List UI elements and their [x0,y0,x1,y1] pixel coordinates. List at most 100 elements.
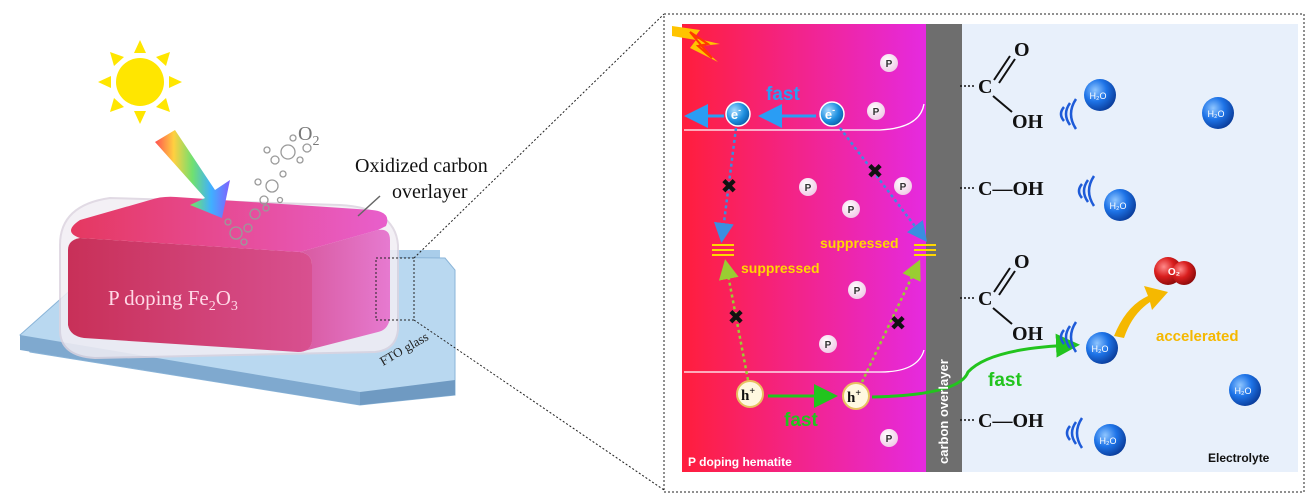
electron: e- [819,101,845,127]
sun-icon [98,40,182,124]
svg-text:O₂: O₂ [1168,267,1180,278]
svg-text:e-: e- [731,105,741,122]
svg-text:✖: ✖ [890,313,907,335]
hematite-region-label: P doping hematite [688,455,792,469]
accelerated-label: accelerated [1156,328,1239,345]
p-atom: P [799,178,817,196]
zoom-panel-frame [663,13,1305,493]
svg-text:O: O [1014,39,1030,61]
overlayer-label-line1: Oxidized carbon [355,155,488,177]
svg-text:P: P [854,286,861,297]
phosphorus-atoms: P P P P P P P P [799,54,912,447]
p-atom: P [842,200,860,218]
suppressed-label-left: suppressed [741,260,820,276]
svg-text:H₂O: H₂O [1235,386,1252,396]
svg-text:H₂O: H₂O [1100,436,1117,446]
energy-level-icon [712,244,734,256]
electron: e- [725,101,751,127]
electron-recombination-path [713,127,738,243]
p-atom: P [880,429,898,447]
wave-icon [1077,175,1096,207]
svg-text:P: P [873,107,880,118]
hole: h+ [736,380,764,408]
hole-recombination-path [860,259,921,383]
light-beam-icon [155,130,230,218]
svg-text:P: P [805,183,812,194]
accelerated-arrow [1114,286,1168,338]
hydroxyl-group-1: C—OH [960,178,1044,200]
valence-band-line [684,349,925,373]
svg-text:h+: h+ [741,386,755,404]
film-side [300,229,390,352]
oxygen-molecule: O₂ [1154,257,1196,285]
carboxyl-group-1: C O OH [960,39,1044,133]
svg-text:C: C [978,76,992,98]
hole-recombination-path [718,259,750,381]
svg-text:C—OH: C—OH [978,178,1044,200]
svg-text:O: O [1014,251,1030,273]
zoom-box [375,257,415,321]
svg-text:✖: ✖ [867,161,884,183]
svg-text:P: P [886,59,893,70]
zoom-line-bottom [413,319,665,491]
svg-text:H₂O: H₂O [1092,344,1109,354]
hole-transfer-arrow [871,333,1080,399]
cross-icon: ✖ [867,161,884,183]
water-molecule: H₂O [1202,97,1234,129]
svg-text:C: C [978,288,992,310]
fto-glass-edge-right [360,380,455,405]
zoom-line-top [413,13,665,259]
film-label: P doping Fe2O3 [108,286,238,314]
wave-icon [1059,98,1078,130]
water-molecule: H₂O [1229,374,1261,406]
carbon-overlayer-region [926,24,962,472]
svg-text:✖: ✖ [721,176,738,198]
hydroxyl-group-2: C—OH [960,410,1044,432]
svg-text:e-: e- [825,105,835,122]
conduction-band-line [684,103,925,131]
fast-label-transfer: fast [988,370,1022,391]
svg-text:P: P [886,434,893,445]
svg-text:H₂O: H₂O [1208,109,1225,119]
p-atom: P [819,335,837,353]
water-molecule: H₂O [1094,424,1126,456]
lightning-icon [672,26,720,62]
electron-recombination-path [839,127,928,242]
svg-text:P: P [848,205,855,216]
o2-label: O2 [298,123,319,149]
svg-text:OH: OH [1012,111,1044,133]
cross-icon: ✖ [890,313,907,335]
cross-icon: ✖ [728,307,745,329]
electrolyte-label: Electrolyte [1208,451,1270,465]
overlayer-pointer [357,195,381,217]
p-atom: P [894,177,912,195]
wave-icon [1065,417,1084,449]
suppressed-label-right: suppressed [820,235,899,251]
cross-icon: ✖ [721,176,738,198]
svg-text:✖: ✖ [728,307,745,329]
wave-icon [1059,321,1078,353]
bubble-icon [224,134,312,246]
water-molecule: H₂O [1086,332,1118,364]
hole: h+ [842,382,870,410]
svg-text:OH: OH [1012,323,1044,345]
carbon-overlayer-label: carbon overlayer [936,359,951,464]
water-molecule: H₂O [1084,79,1116,111]
water-molecule: H₂O [1104,189,1136,221]
p-atom: P [880,54,898,72]
film-front [68,238,312,352]
svg-text:P: P [825,340,832,351]
energy-level-icon [914,244,936,256]
fast-label-electron: fast [766,84,800,105]
svg-text:h+: h+ [847,388,861,406]
svg-text:C—OH: C—OH [978,410,1044,432]
device-illustration [19,13,665,491]
svg-text:P: P [900,182,907,193]
svg-text:H₂O: H₂O [1090,91,1107,101]
fast-label-hole: fast [784,410,818,431]
svg-text:H₂O: H₂O [1110,201,1127,211]
p-atom: P [848,281,866,299]
p-atom: P [867,102,885,120]
overlayer-label-line2: overlayer [392,181,468,203]
